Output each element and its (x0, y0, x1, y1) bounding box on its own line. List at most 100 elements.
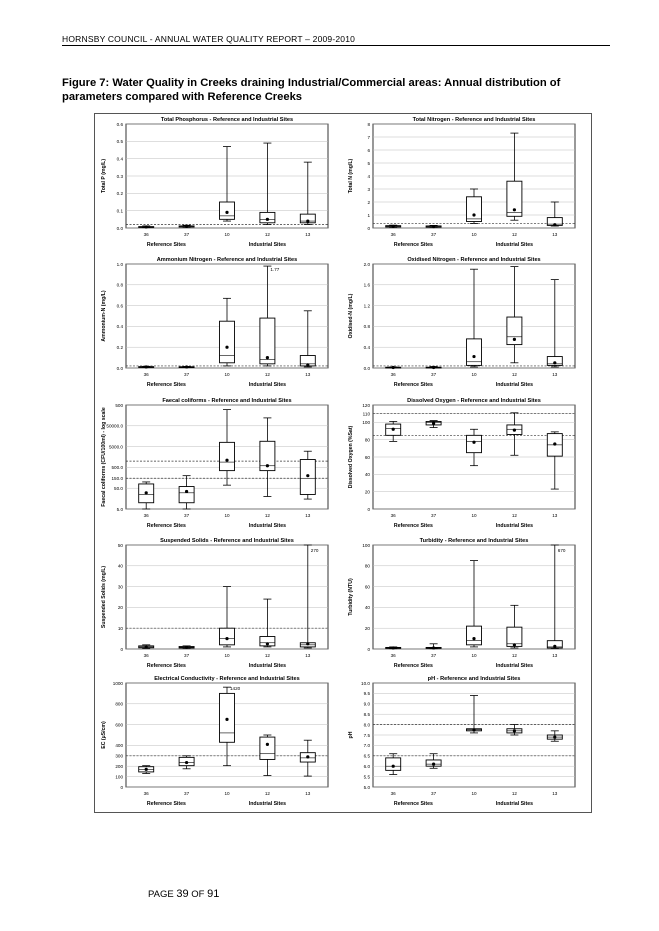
x-tick-label: 13 (552, 791, 558, 796)
mean-point (265, 742, 269, 746)
x-tick-label: 12 (265, 653, 271, 658)
mean-point (265, 217, 269, 221)
y-tick-label: 0.2 (117, 191, 124, 196)
box-plot: pH - Reference and Industrial Sites5.05.… (348, 676, 576, 807)
x-tick-label: 13 (552, 232, 558, 237)
reference-sites-label: Reference Sites (147, 801, 186, 807)
y-tick-label: 6.0 (364, 764, 371, 769)
chart-panel: Electrical Conductivity - Reference and … (96, 673, 341, 811)
x-tick-label: 10 (224, 513, 230, 518)
x-tick-label: 10 (471, 513, 477, 518)
page-number: 39 (176, 888, 189, 900)
reference-sites-label: Reference Sites (394, 663, 433, 669)
box-plot: Faecal coliforms - Reference and Industr… (101, 398, 329, 529)
reference-sites-label: Reference Sites (147, 242, 186, 248)
chart-title: pH - Reference and Industrial Sites (428, 676, 521, 682)
y-tick-label: 3 (367, 187, 370, 192)
x-tick-label: 37 (431, 791, 437, 796)
y-tick-label: 1.0 (117, 262, 124, 267)
x-tick-label: 36 (391, 513, 397, 518)
mean-point (553, 735, 557, 739)
y-tick-label: 0.4 (364, 345, 371, 350)
chart-panel: Dissolved Oxygen - Reference and Industr… (343, 395, 588, 533)
y-tick-label: 8 (367, 122, 370, 127)
x-tick-label: 36 (144, 791, 150, 796)
x-tick-label: 37 (184, 372, 190, 377)
x-tick-label: 37 (184, 791, 190, 796)
reference-sites-label: Reference Sites (394, 382, 433, 388)
box-plot: Total Phosphorus - Reference and Industr… (101, 117, 329, 248)
x-tick-label: 36 (391, 232, 397, 237)
y-tick-label: 2 (367, 200, 370, 205)
y-tick-label: 0.6 (117, 303, 124, 308)
mean-point (306, 642, 310, 646)
reference-sites-label: Reference Sites (147, 663, 186, 669)
y-tick-label: 50.0 (114, 486, 123, 491)
y-tick-label: 60 (365, 455, 371, 460)
x-tick-label: 10 (224, 791, 230, 796)
y-tick-label: 1000 (113, 681, 124, 686)
y-tick-label: 10.0 (361, 681, 370, 686)
reference-sites-label: Reference Sites (394, 242, 433, 248)
y-tick-label: 5000.0 (109, 444, 123, 449)
y-tick-label: 0 (367, 647, 370, 652)
y-tick-label: 7.0 (364, 743, 371, 748)
y-tick-label: 1.2 (364, 303, 371, 308)
x-tick-label: 12 (265, 513, 271, 518)
y-tick-label: 100 (362, 420, 370, 425)
page-word: PAGE (148, 889, 174, 900)
industrial-sites-label: Industrial Sites (249, 382, 286, 388)
chart-panel: Total Nitrogen - Reference and Industria… (343, 114, 588, 252)
industrial-sites-label: Industrial Sites (249, 663, 286, 669)
x-tick-label: 13 (305, 513, 311, 518)
x-tick-label: 12 (265, 232, 271, 237)
y-tick-label: 50000.0 (106, 424, 123, 429)
industrial-sites-label: Industrial Sites (249, 523, 286, 529)
y-tick-label: 20 (365, 626, 371, 631)
x-tick-label: 36 (391, 372, 397, 377)
y-tick-label: 5 (367, 161, 370, 166)
x-tick-label: 12 (512, 232, 518, 237)
x-tick-label: 37 (431, 513, 437, 518)
mean-point (391, 427, 395, 431)
mean-point (391, 646, 395, 650)
y-tick-label: 6 (367, 148, 370, 153)
mean-point (553, 644, 557, 648)
mean-point (553, 223, 557, 227)
y-tick-label: 2.0 (364, 262, 371, 267)
mean-point (512, 643, 516, 647)
iqr-box (506, 316, 523, 346)
off-scale-annotation: 670 (558, 548, 566, 553)
mean-point (185, 224, 189, 229)
x-tick-label: 10 (224, 372, 230, 377)
x-tick-label: 10 (471, 372, 477, 377)
x-tick-label: 10 (471, 653, 477, 658)
y-tick-label: 30 (118, 584, 124, 589)
x-tick-label: 12 (512, 791, 518, 796)
chart-panel: Ammonium Nitrogen - Reference and Indust… (96, 254, 341, 392)
y-tick-label: 100 (362, 543, 370, 548)
y-tick-label: 600 (115, 722, 123, 727)
y-tick-label: 0.8 (117, 283, 124, 288)
industrial-sites-label: Industrial Sites (249, 242, 286, 248)
mean-point (472, 637, 476, 641)
y-tick-label: 0 (367, 226, 370, 231)
mean-point (225, 345, 229, 349)
mean-point (512, 729, 516, 733)
mean-point (185, 760, 189, 765)
mean-point (306, 219, 310, 223)
y-tick-label: 60 (365, 584, 371, 589)
y-axis-label: Total P (mg/L) (101, 159, 107, 193)
y-tick-label: 9.5 (364, 691, 371, 696)
y-tick-label: 150.0 (112, 476, 124, 481)
y-tick-label: 0 (120, 785, 123, 790)
y-tick-label: 40 (118, 564, 124, 569)
y-tick-label: 800 (115, 702, 123, 707)
report-header: HORNSBY COUNCIL - ANNUAL WATER QUALITY R… (62, 34, 356, 44)
box-plot: Dissolved Oxygen - Reference and Industr… (348, 398, 576, 529)
iqr-box (466, 196, 482, 222)
iqr-box (299, 213, 316, 224)
y-tick-label: 0.4 (117, 324, 124, 329)
y-tick-label: 8.0 (364, 722, 371, 727)
